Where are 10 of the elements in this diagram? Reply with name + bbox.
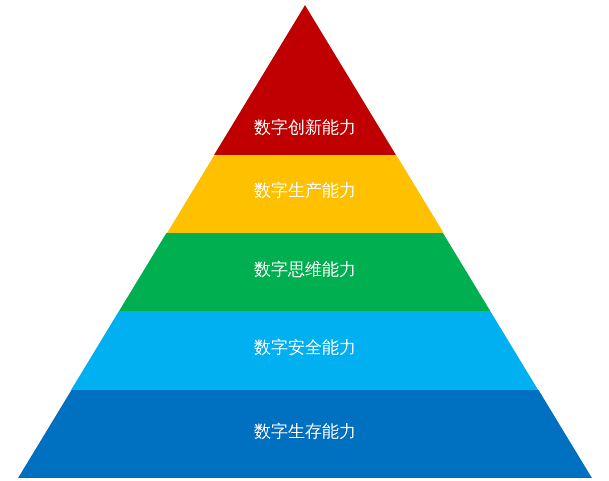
- level-label: 数字安全能力: [254, 338, 356, 358]
- level-label: 数字创新能力: [254, 118, 356, 138]
- pyramid-band: [71, 311, 539, 390]
- level-label: 数字思维能力: [254, 260, 356, 280]
- level-label: 数字生产能力: [254, 181, 356, 201]
- level-label: 数字生存能力: [254, 422, 356, 442]
- pyramid-band: [18, 390, 592, 478]
- pyramid-band: [166, 155, 444, 233]
- pyramid-top-triangle: [214, 5, 396, 155]
- pyramid-band: [119, 233, 491, 311]
